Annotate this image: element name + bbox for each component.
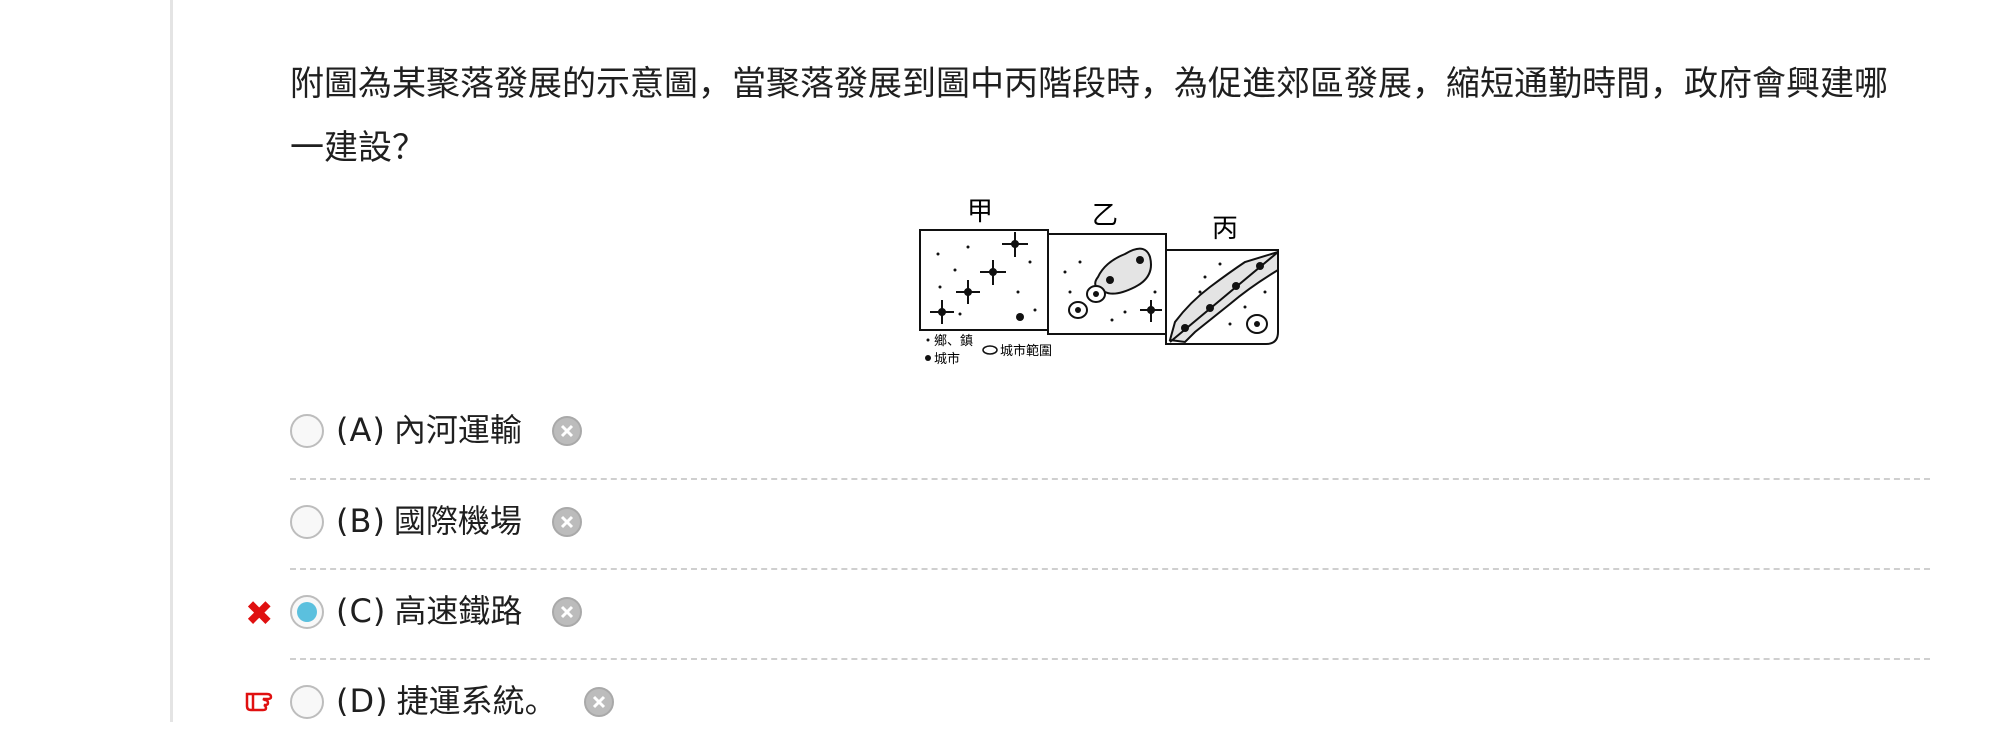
option-b-radio[interactable] — [290, 505, 324, 539]
option-b-label[interactable]: (B)國際機場 — [336, 497, 522, 545]
stage-label-jia: 甲 — [967, 197, 993, 227]
option-c-letter: (C) — [336, 592, 387, 630]
stage-label-yi: 乙 — [1092, 201, 1118, 231]
legend-city: 城市 — [934, 351, 960, 367]
stage-jia-dots — [936, 245, 1037, 321]
settlement-diagram-svg: 甲 乙 丙 — [919, 197, 1279, 367]
option-d-row[interactable]: (D)捷運系統。 — [290, 659, 1930, 749]
option-divider — [290, 658, 1930, 660]
question-panel — [170, 0, 2000, 722]
option-a-label[interactable]: (A)內河運輸 — [336, 406, 522, 454]
option-b-text: 國際機場 — [393, 502, 522, 540]
legend-city-range: 城市範圍 — [1000, 343, 1052, 359]
option-a-text: 內河運輸 — [393, 411, 522, 449]
option-d-text: 捷運系統。 — [396, 682, 557, 720]
option-divider — [290, 568, 1930, 570]
stage-yi-dots — [1063, 260, 1157, 322]
option-b-remove-icon[interactable] — [552, 507, 582, 537]
stage-jia-crosses — [930, 232, 1028, 324]
stage-bing-dots — [1198, 262, 1267, 326]
stage-jia-box — [919, 229, 1049, 331]
legend-town: 鄉、鎮 — [934, 333, 973, 349]
question-text: 附圖為某聚落發展的示意圖，當聚落發展到圖中丙階段時，為促進郊區發展，縮短通勤時間… — [290, 64, 1888, 168]
settlement-diagram: 甲 乙 丙 — [900, 192, 1280, 372]
stage-label-bing: 丙 — [1212, 214, 1238, 244]
option-a-radio[interactable] — [290, 414, 324, 448]
option-c-text: 高速鐵路 — [394, 592, 523, 630]
option-a-row[interactable]: (A)內河運輸 — [290, 388, 1930, 478]
option-c-row[interactable]: (C)高速鐵路 — [290, 569, 1930, 659]
stage-yi-cross — [1140, 300, 1162, 322]
option-a-letter: (A) — [336, 411, 386, 449]
option-b-letter: (B) — [336, 502, 386, 540]
option-b-row[interactable]: (B)國際機場 — [290, 479, 1930, 569]
option-c-radio[interactable] — [290, 595, 324, 629]
option-a-remove-icon[interactable] — [552, 416, 582, 446]
option-d-label[interactable]: (D)捷運系統。 — [336, 677, 557, 725]
cross-mark-icon: ✖ — [245, 594, 274, 634]
option-divider — [290, 478, 1930, 480]
pointing-hand-icon — [245, 684, 279, 718]
option-c-label[interactable]: (C)高速鐵路 — [336, 587, 522, 635]
option-d-radio[interactable] — [290, 685, 324, 719]
option-d-remove-icon[interactable] — [584, 687, 614, 717]
option-c-remove-icon[interactable] — [552, 597, 582, 627]
option-d-letter: (D) — [336, 682, 389, 720]
stage-bing-cities — [1181, 262, 1264, 332]
